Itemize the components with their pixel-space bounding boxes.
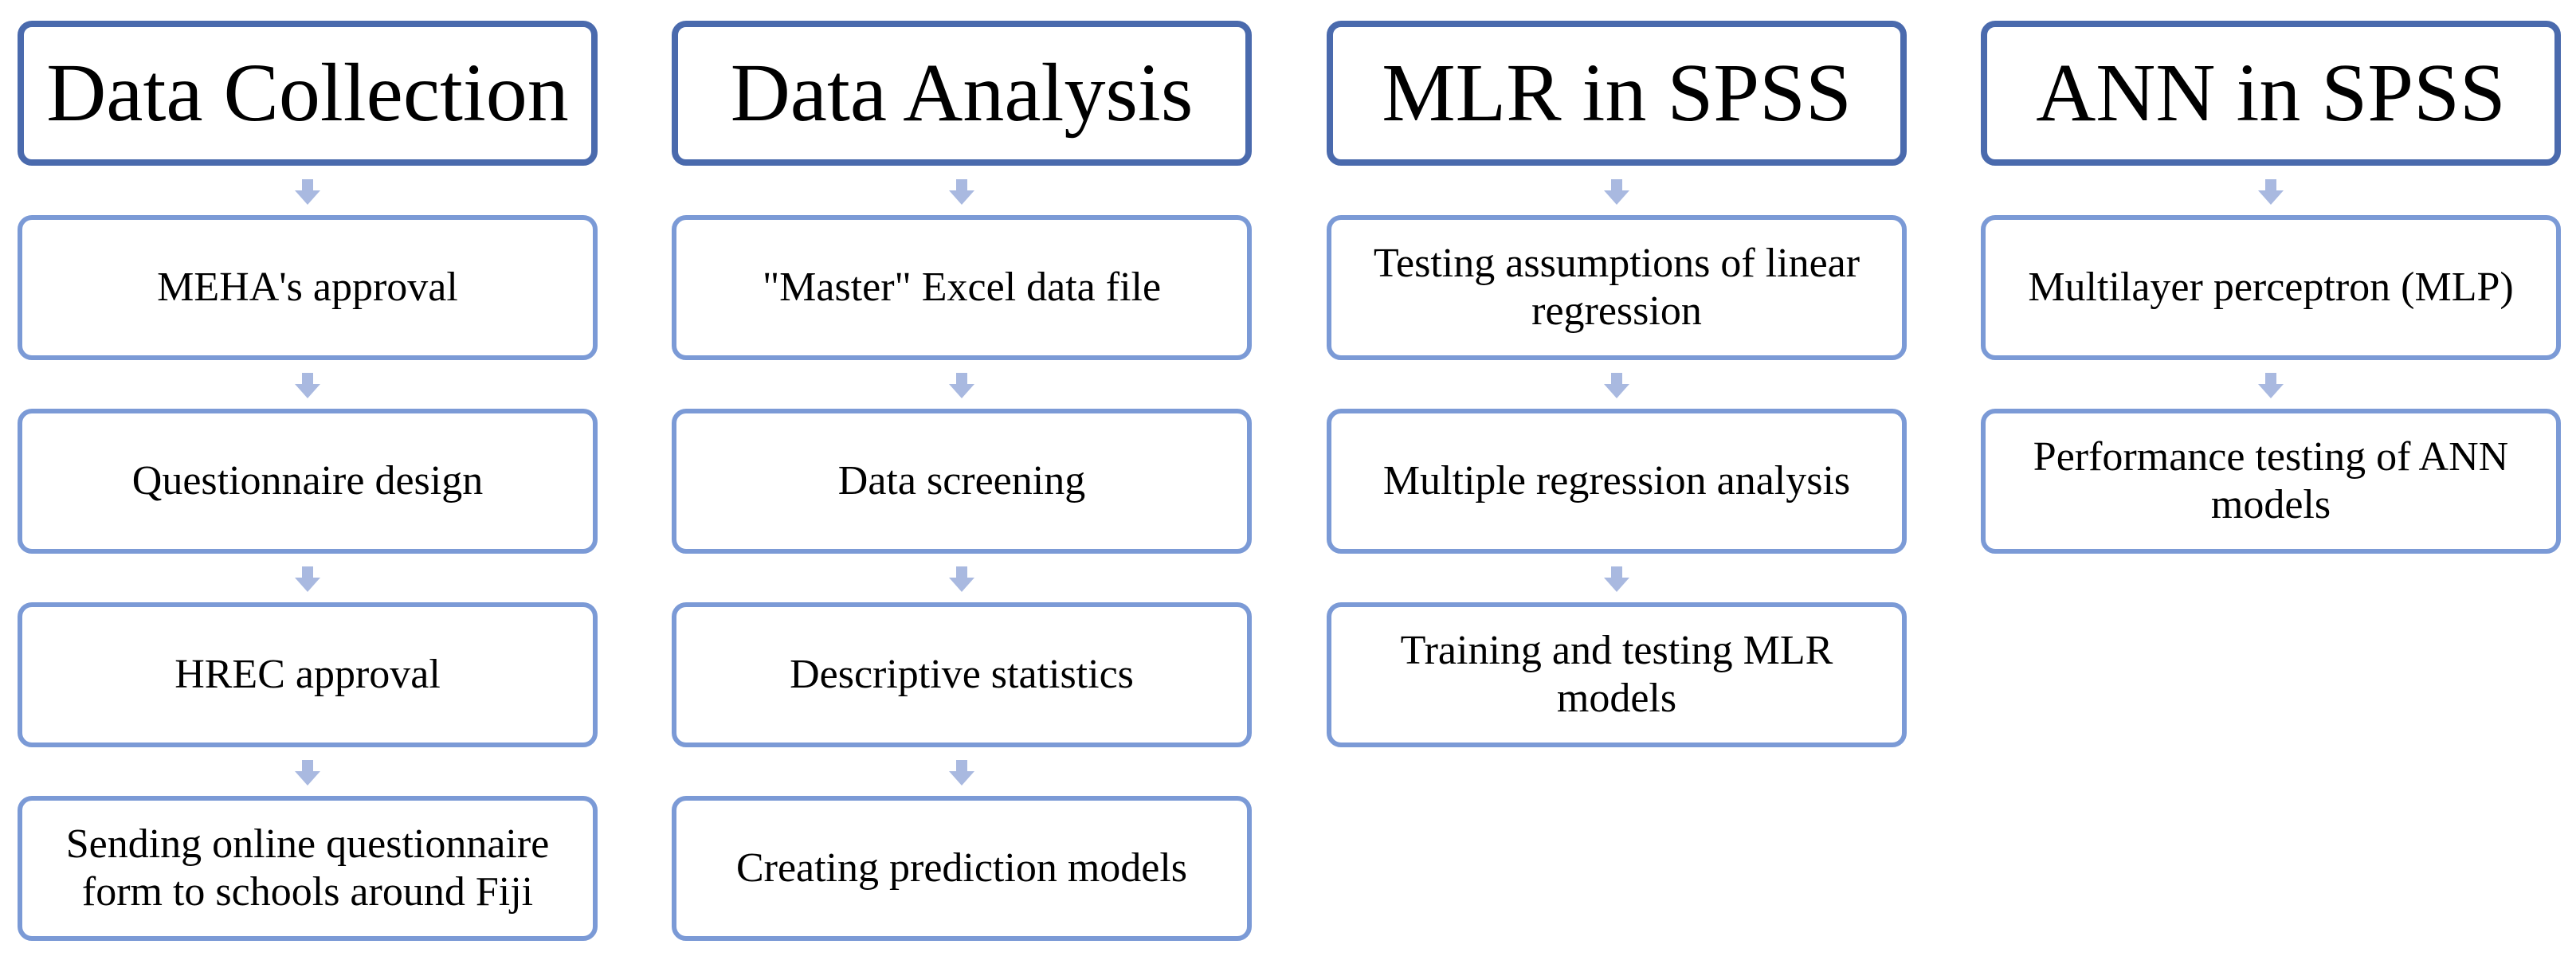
column-data-collection: Data Collection MEHA's approval Question… <box>18 0 598 960</box>
step-box: Descriptive statistics <box>672 602 1252 747</box>
column-header: ANN in SPSS <box>1981 21 2561 166</box>
arrow-down-icon <box>295 373 320 398</box>
column-header: MLR in SPSS <box>1327 21 1907 166</box>
step-box: Sending online questionnaire form to sch… <box>18 796 598 941</box>
step-box: Multilayer perceptron (MLP) <box>1981 215 2561 360</box>
step-box: Creating prediction models <box>672 796 1252 941</box>
step-box: Multiple regression analysis <box>1327 409 1907 554</box>
column-mlr-in-spss: MLR in SPSS Testing assumptions of linea… <box>1327 0 1907 960</box>
arrow-down-icon <box>2258 373 2284 398</box>
step-box: HREC approval <box>18 602 598 747</box>
arrow-down-icon <box>295 566 320 592</box>
arrow-down-icon <box>949 566 974 592</box>
step-box: Data screening <box>672 409 1252 554</box>
step-box: Questionnaire design <box>18 409 598 554</box>
step-box: MEHA's approval <box>18 215 598 360</box>
arrow-down-icon <box>949 373 974 398</box>
arrow-down-icon <box>2258 179 2284 205</box>
arrow-down-icon <box>1604 373 1629 398</box>
column-header: Data Collection <box>18 21 598 166</box>
arrow-down-icon <box>1604 566 1629 592</box>
column-data-analysis: Data Analysis "Master" Excel data file D… <box>672 0 1252 960</box>
step-box: "Master" Excel data file <box>672 215 1252 360</box>
arrow-down-icon <box>949 760 974 786</box>
arrow-down-icon <box>295 760 320 786</box>
arrow-down-icon <box>1604 179 1629 205</box>
step-box: Training and testing MLR models <box>1327 602 1907 747</box>
column-header: Data Analysis <box>672 21 1252 166</box>
column-ann-in-spss: ANN in SPSS Multilayer perceptron (MLP) … <box>1981 0 2561 960</box>
arrow-down-icon <box>295 179 320 205</box>
arrow-down-icon <box>949 179 974 205</box>
step-box: Performance testing of ANN models <box>1981 409 2561 554</box>
step-box: Testing assumptions of linear regression <box>1327 215 1907 360</box>
